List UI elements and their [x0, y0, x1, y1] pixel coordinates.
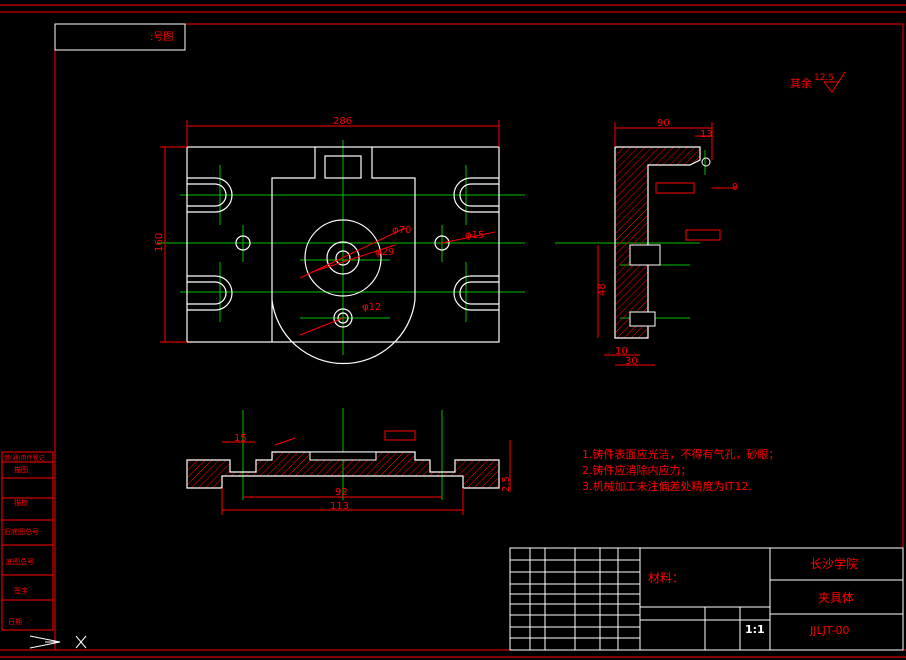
title-block — [509, 547, 904, 651]
front-view: 286 160 φ70 φ29 φ15 φ12 — [154, 116, 525, 365]
dim-side-30: 30 — [625, 356, 638, 367]
dim-d15: φ15 — [465, 230, 484, 241]
dim-side-13: 13 — [700, 129, 713, 140]
dim-side-9: 9 — [732, 182, 738, 193]
dim-d29: φ29 — [375, 247, 394, 258]
note-2: 2.铸件应消除内应力； — [582, 463, 692, 477]
strip-label-6: 描图 — [14, 465, 28, 474]
strip-label-7: 描校 — [14, 498, 28, 507]
corner-label: :号图 — [150, 31, 173, 43]
roughness-value: 12.5 — [814, 73, 834, 83]
dim-side-48: 48 — [597, 283, 608, 296]
part-name: 夹具体 — [818, 591, 854, 605]
note-3: 3.机械加工未注偏差处精度为IT12. — [582, 479, 752, 493]
dim-286: 286 — [333, 116, 352, 127]
left-strip-table — [1, 451, 54, 631]
material-label: 材料： — [648, 571, 684, 585]
drawing-frame — [0, 4, 906, 658]
drawing-number-box: :号图 — [54, 23, 186, 51]
section-view: 15 92 113 2.5 — [186, 408, 512, 515]
ucs-icon — [29, 635, 87, 649]
side-view: 90 13 9 48 10 30 — [555, 118, 738, 367]
school-name: 长沙学院 — [810, 556, 858, 571]
roughness-label: 其余 — [790, 76, 812, 90]
strip-label-4: 签字 — [14, 586, 28, 595]
roughness-symbol: 其余 12.5 — [790, 71, 846, 93]
scale-value: 1:1 — [745, 623, 765, 636]
drawing-no: JJLJT-00 — [809, 624, 850, 637]
dim-side-90: 90 — [657, 118, 670, 129]
note-1: 1.铸件表面应光洁，不得有气孔，砂眼； — [582, 447, 780, 461]
dim-bot-15: 15 — [234, 433, 247, 444]
dim-d12: φ12 — [362, 302, 381, 313]
strip-label-1: 借(通)用件登记 — [4, 454, 45, 462]
strip-label-5: 日期 — [8, 618, 22, 626]
technical-notes: 1.铸件表面应光洁，不得有气孔，砂眼； 2.铸件应消除内应力； 3.机械加工未注… — [582, 447, 780, 493]
dim-bot-92: 92 — [335, 487, 348, 498]
dim-bot-25: 2.5 — [501, 476, 512, 492]
dim-side-10: 10 — [615, 346, 628, 357]
strip-label-2: 旧底图总号 — [4, 527, 39, 536]
dim-d70: φ70 — [392, 225, 411, 236]
dim-160: 160 — [154, 233, 165, 252]
left-strip-labels: 借(通)用件登记 旧底图总号 底图总号 签字 日期 描图 描校 — [4, 454, 45, 626]
strip-label-3: 底图总号 — [6, 557, 34, 566]
dim-bot-113: 113 — [330, 501, 349, 512]
